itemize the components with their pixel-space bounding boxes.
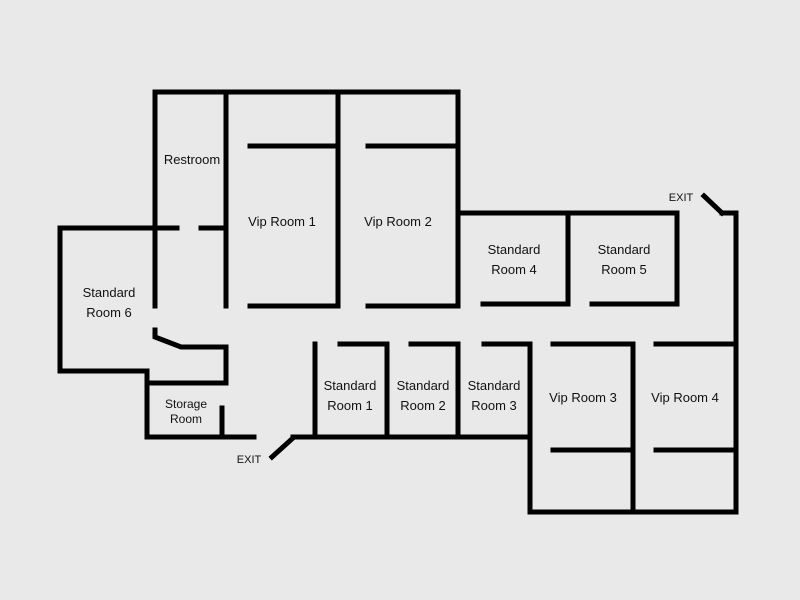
exit-label-top-right: EXIT [668,192,694,204]
exit-door [268,434,297,461]
room-label-restroom: Restroom [163,152,221,167]
room-label-vip-room-1: Vip Room 1 [248,214,316,229]
room-label-vip-room-2: Vip Room 2 [364,214,432,229]
room-label-vip-room-4: Vip Room 4 [651,390,719,405]
room-label-vip-room-3: Vip Room 3 [549,390,617,405]
exit-door [700,192,726,217]
wall [144,327,229,386]
exit-label-bottom-left: EXIT [236,454,262,466]
